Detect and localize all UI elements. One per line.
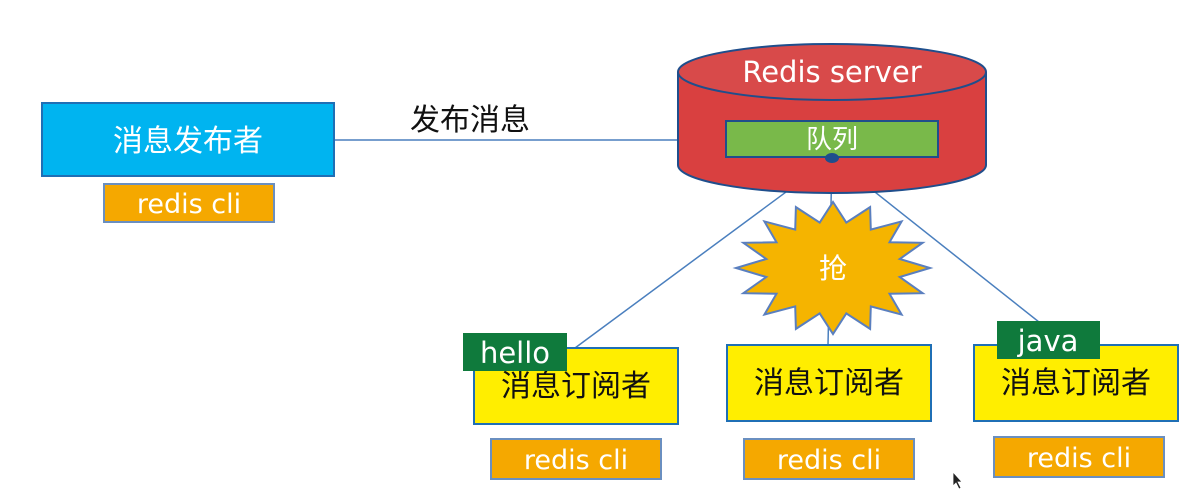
subscriber-client-label: redis cli (1027, 443, 1131, 474)
queue-label: 队列 (806, 125, 858, 155)
queue-box (725, 120, 939, 158)
publisher-client-label: redis cli (137, 189, 241, 220)
publish-arrow-label: 发布消息 (410, 103, 530, 138)
publisher-label: 消息发布者 (113, 124, 263, 159)
subscriber-tag-box (997, 321, 1100, 359)
contention-burst (732, 200, 934, 336)
subscriber-label: 消息订阅者 (754, 366, 904, 401)
subscriber-tag-label: hello (480, 336, 550, 370)
subscriber-label: 消息订阅者 (1001, 366, 1151, 401)
subscriber-client-box (490, 438, 662, 480)
subscriber-client-box (743, 438, 915, 480)
queue-connector-dot (825, 153, 839, 163)
subscriber-box (726, 344, 932, 422)
mouse-cursor-icon (952, 470, 963, 490)
subscriber-client-label: redis cli (777, 445, 881, 476)
publisher-client-box (103, 183, 275, 223)
subscriber-label: 消息订阅者 (501, 369, 651, 404)
publisher-box (41, 102, 335, 177)
contention-label: 抢 (819, 252, 847, 285)
subscriber-client-label: redis cli (524, 445, 628, 476)
subscriber-tag-label: java (1017, 324, 1079, 358)
subscriber-tag-box (463, 333, 567, 371)
server-cylinder-top (677, 43, 987, 101)
server-label: Redis server (742, 55, 921, 89)
subscriber-client-box (993, 436, 1165, 478)
